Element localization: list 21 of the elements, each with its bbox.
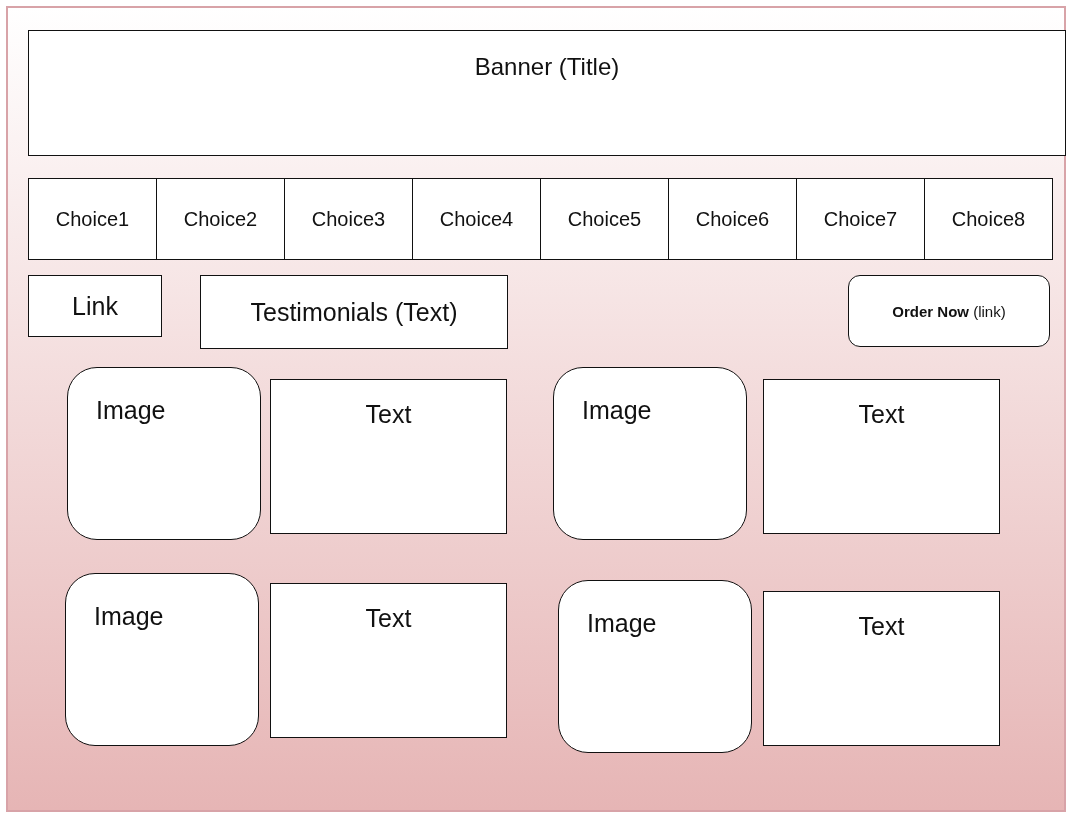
testimonials-panel: Testimonials (Text) [200, 275, 508, 349]
menu-tab: Choice6 [668, 178, 797, 260]
page-frame [6, 6, 1066, 812]
image-frame: Image [65, 573, 259, 746]
banner-panel: Banner (Title) [28, 30, 1066, 156]
order-button: Order Now (link) [848, 275, 1050, 347]
menu-tab: Choice1 [28, 178, 157, 260]
text-block: Text [763, 591, 1000, 746]
menu-tab: Choice4 [412, 178, 541, 260]
menu-tab: Choice2 [156, 178, 285, 260]
image-frame: Image [553, 367, 747, 540]
menu-tab: Choice7 [796, 178, 925, 260]
menu-tab: Choice3 [284, 178, 413, 260]
text-block: Text [763, 379, 1000, 534]
text-block: Text [270, 379, 507, 534]
image-frame: Image [67, 367, 261, 540]
text-block: Text [270, 583, 507, 738]
menu-tab: Choice5 [540, 178, 669, 260]
image-frame: Image [558, 580, 752, 753]
menu-tab: Choice8 [924, 178, 1053, 260]
link-box: Link [28, 275, 162, 337]
